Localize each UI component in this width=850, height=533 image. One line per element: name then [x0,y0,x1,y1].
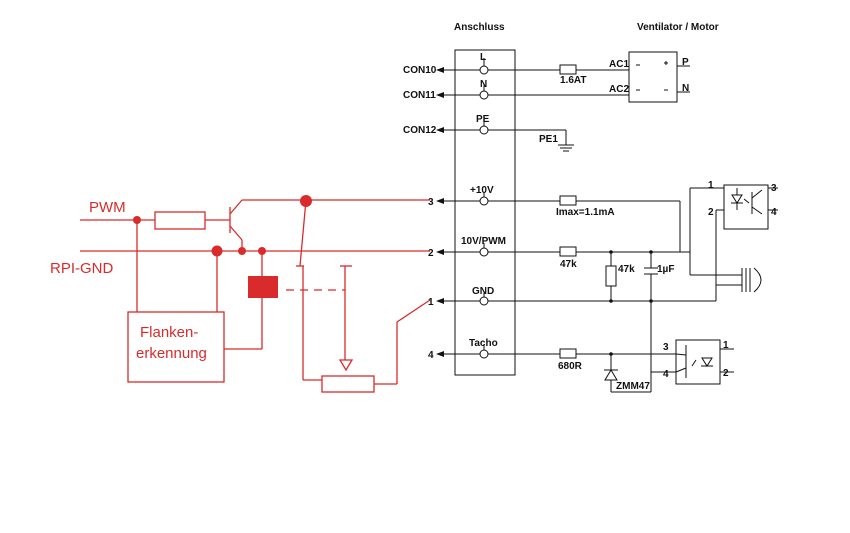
r680-label: 680R [558,361,583,372]
opto-top-pin-1: 1 [708,180,714,191]
junction-dots [609,250,653,356]
terminal-block [454,49,516,376]
flanken-label-line1: Flanken- [140,324,198,341]
terminal-gnd: GND [472,286,494,297]
header-anschluss: Anschluss [454,22,505,33]
flanken-box [127,311,225,383]
cap-label: 1µF [657,264,674,275]
fuse-symbol [559,64,577,75]
terminal-circles [479,65,489,359]
opto-top-pin-2: 2 [708,207,714,218]
zener-label: ZMM47 [616,381,650,392]
opto-bottom-box [675,339,721,385]
header-ventilator: Ventilator / Motor [637,22,719,33]
rpi-gnd-label: RPI-GND [50,260,114,277]
ac1-label: AC1 [609,59,629,70]
red-overlay [80,199,431,393]
resistor-47k-series [559,246,577,257]
terminal-pe: PE [476,114,490,125]
terminal-n: N [480,79,487,90]
resistor-680r [559,348,577,359]
opto-top-pin-3: 3 [771,183,777,194]
r47k-series-label: 47k [560,259,577,270]
connector-4: 4 [428,350,434,361]
fuse-label: 1.6AT [560,75,587,86]
motor-p-label: P [682,57,689,68]
connector-3: 3 [428,197,434,208]
resistor-47k-shunt [605,265,617,287]
connector-con12: CON12 [403,125,437,136]
pe1-label: PE1 [539,134,558,145]
imax-resistor [559,195,577,206]
schematic-lines [438,49,778,393]
connector-con11: CON11 [403,90,436,101]
ac2-label: AC2 [609,84,629,95]
opto-bottom-pin-2: 2 [723,368,729,379]
potentiometer [321,375,375,393]
resistor-symbols [559,64,617,359]
imax-label: Imax=1.1mA [556,207,615,218]
flanken-label-line2: erkennung [136,345,207,362]
motor-marks [636,61,668,91]
connector-arrows [436,67,444,357]
motor-n-label: N [682,83,689,94]
terminal-10v-pwm: 10V/PWM [461,236,506,247]
opto-top-box [723,184,769,230]
r47k-shunt-label: 47k [618,264,635,275]
opto-bottom-pin-1: 1 [723,340,729,351]
red-junction-dots [133,195,312,257]
opto-top-pin-4: 4 [771,207,777,218]
relay-coil [248,276,278,298]
terminal-l: L [480,52,486,63]
pwm-label: PWM [89,199,126,216]
opto-bottom-pin-4: 4 [663,369,669,380]
terminal-10v: +10V [470,185,494,196]
zener-diode [604,369,618,381]
connector-1: 1 [428,297,434,308]
connector-2: 2 [428,248,434,259]
opto-bottom-pin-3: 3 [663,342,669,353]
connector-con10: CON10 [403,65,437,76]
terminal-tacho: Tacho [469,338,498,349]
motor-box [628,51,678,103]
